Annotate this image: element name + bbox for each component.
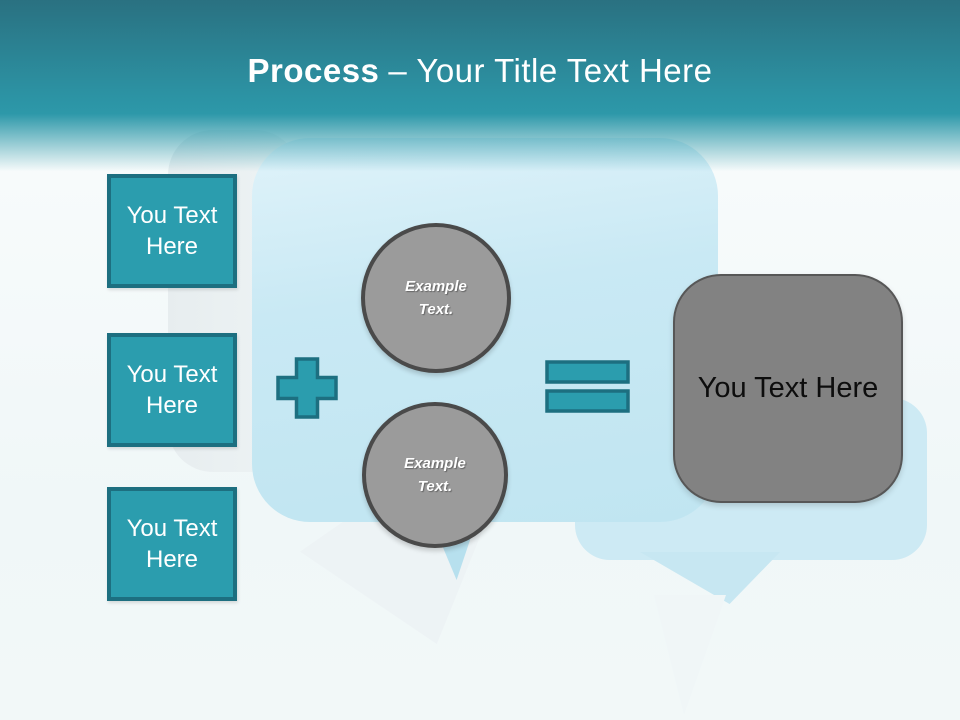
equals-icon: [545, 360, 631, 416]
left-box-2[interactable]: You Text Here: [107, 333, 237, 447]
left-box-3[interactable]: You Text Here: [107, 487, 237, 601]
result-box[interactable]: You Text Here: [673, 274, 903, 503]
left-box-1[interactable]: You Text Here: [107, 174, 237, 288]
example-circle-1-label: Example Text.: [405, 278, 467, 318]
left-box-1-label: You Text Here: [126, 202, 218, 260]
background-bubble-right-tail-faint: [654, 595, 726, 715]
plus-icon: [276, 357, 338, 419]
page-title-emphasis: Process: [247, 52, 380, 89]
example-circle-2-label: Example Text.: [404, 455, 466, 495]
example-circle-1[interactable]: Example Text.: [361, 223, 511, 373]
page-title-rest: – Your Title Text Here: [388, 52, 713, 89]
header-band: [0, 0, 960, 175]
result-box-label: You Text Here: [697, 372, 879, 404]
left-box-3-label: You Text Here: [126, 515, 218, 573]
example-circle-2[interactable]: Example Text.: [362, 402, 508, 548]
page-title: Process– Your Title Text Here: [0, 52, 960, 90]
left-box-2-label: You Text Here: [126, 361, 218, 419]
